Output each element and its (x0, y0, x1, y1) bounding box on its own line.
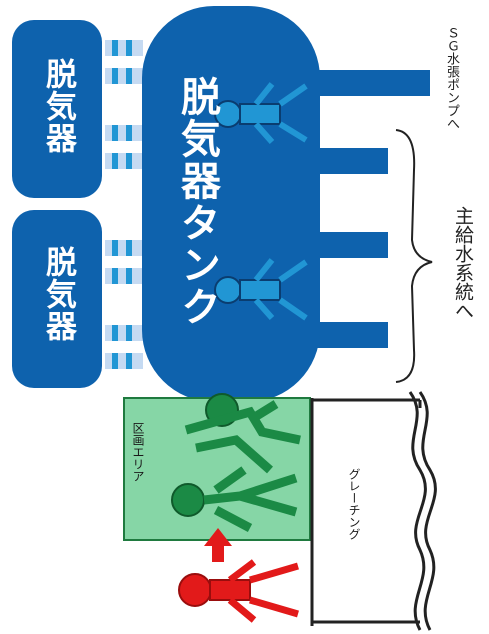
connector-pipes (105, 40, 143, 369)
outlet-pipes (310, 70, 430, 348)
deaerator-top-label: 脱気器 (40, 58, 76, 154)
brace-icon (395, 129, 433, 383)
main-feed-label: 主給水系統へ (452, 206, 474, 320)
worker-icon (184, 393, 301, 474)
tank-label: 脱気器タンク (174, 76, 220, 328)
deaerator-bottom-box (12, 210, 102, 388)
up-arrow-icon (204, 528, 232, 562)
sg-pump-label: ＳＧ水張ポンプへ (444, 26, 459, 130)
grating-structure (310, 391, 437, 631)
worker-icon (214, 82, 308, 144)
zone-area-label: 区画エリア (131, 422, 145, 482)
grating-label: グレーチング (347, 468, 361, 540)
deaerator-bottom-label: 脱気器 (40, 246, 76, 342)
worker-icon (178, 559, 299, 623)
worker-icon (171, 466, 298, 532)
deaerator-top-box (12, 20, 102, 198)
worker-icon (214, 258, 308, 321)
